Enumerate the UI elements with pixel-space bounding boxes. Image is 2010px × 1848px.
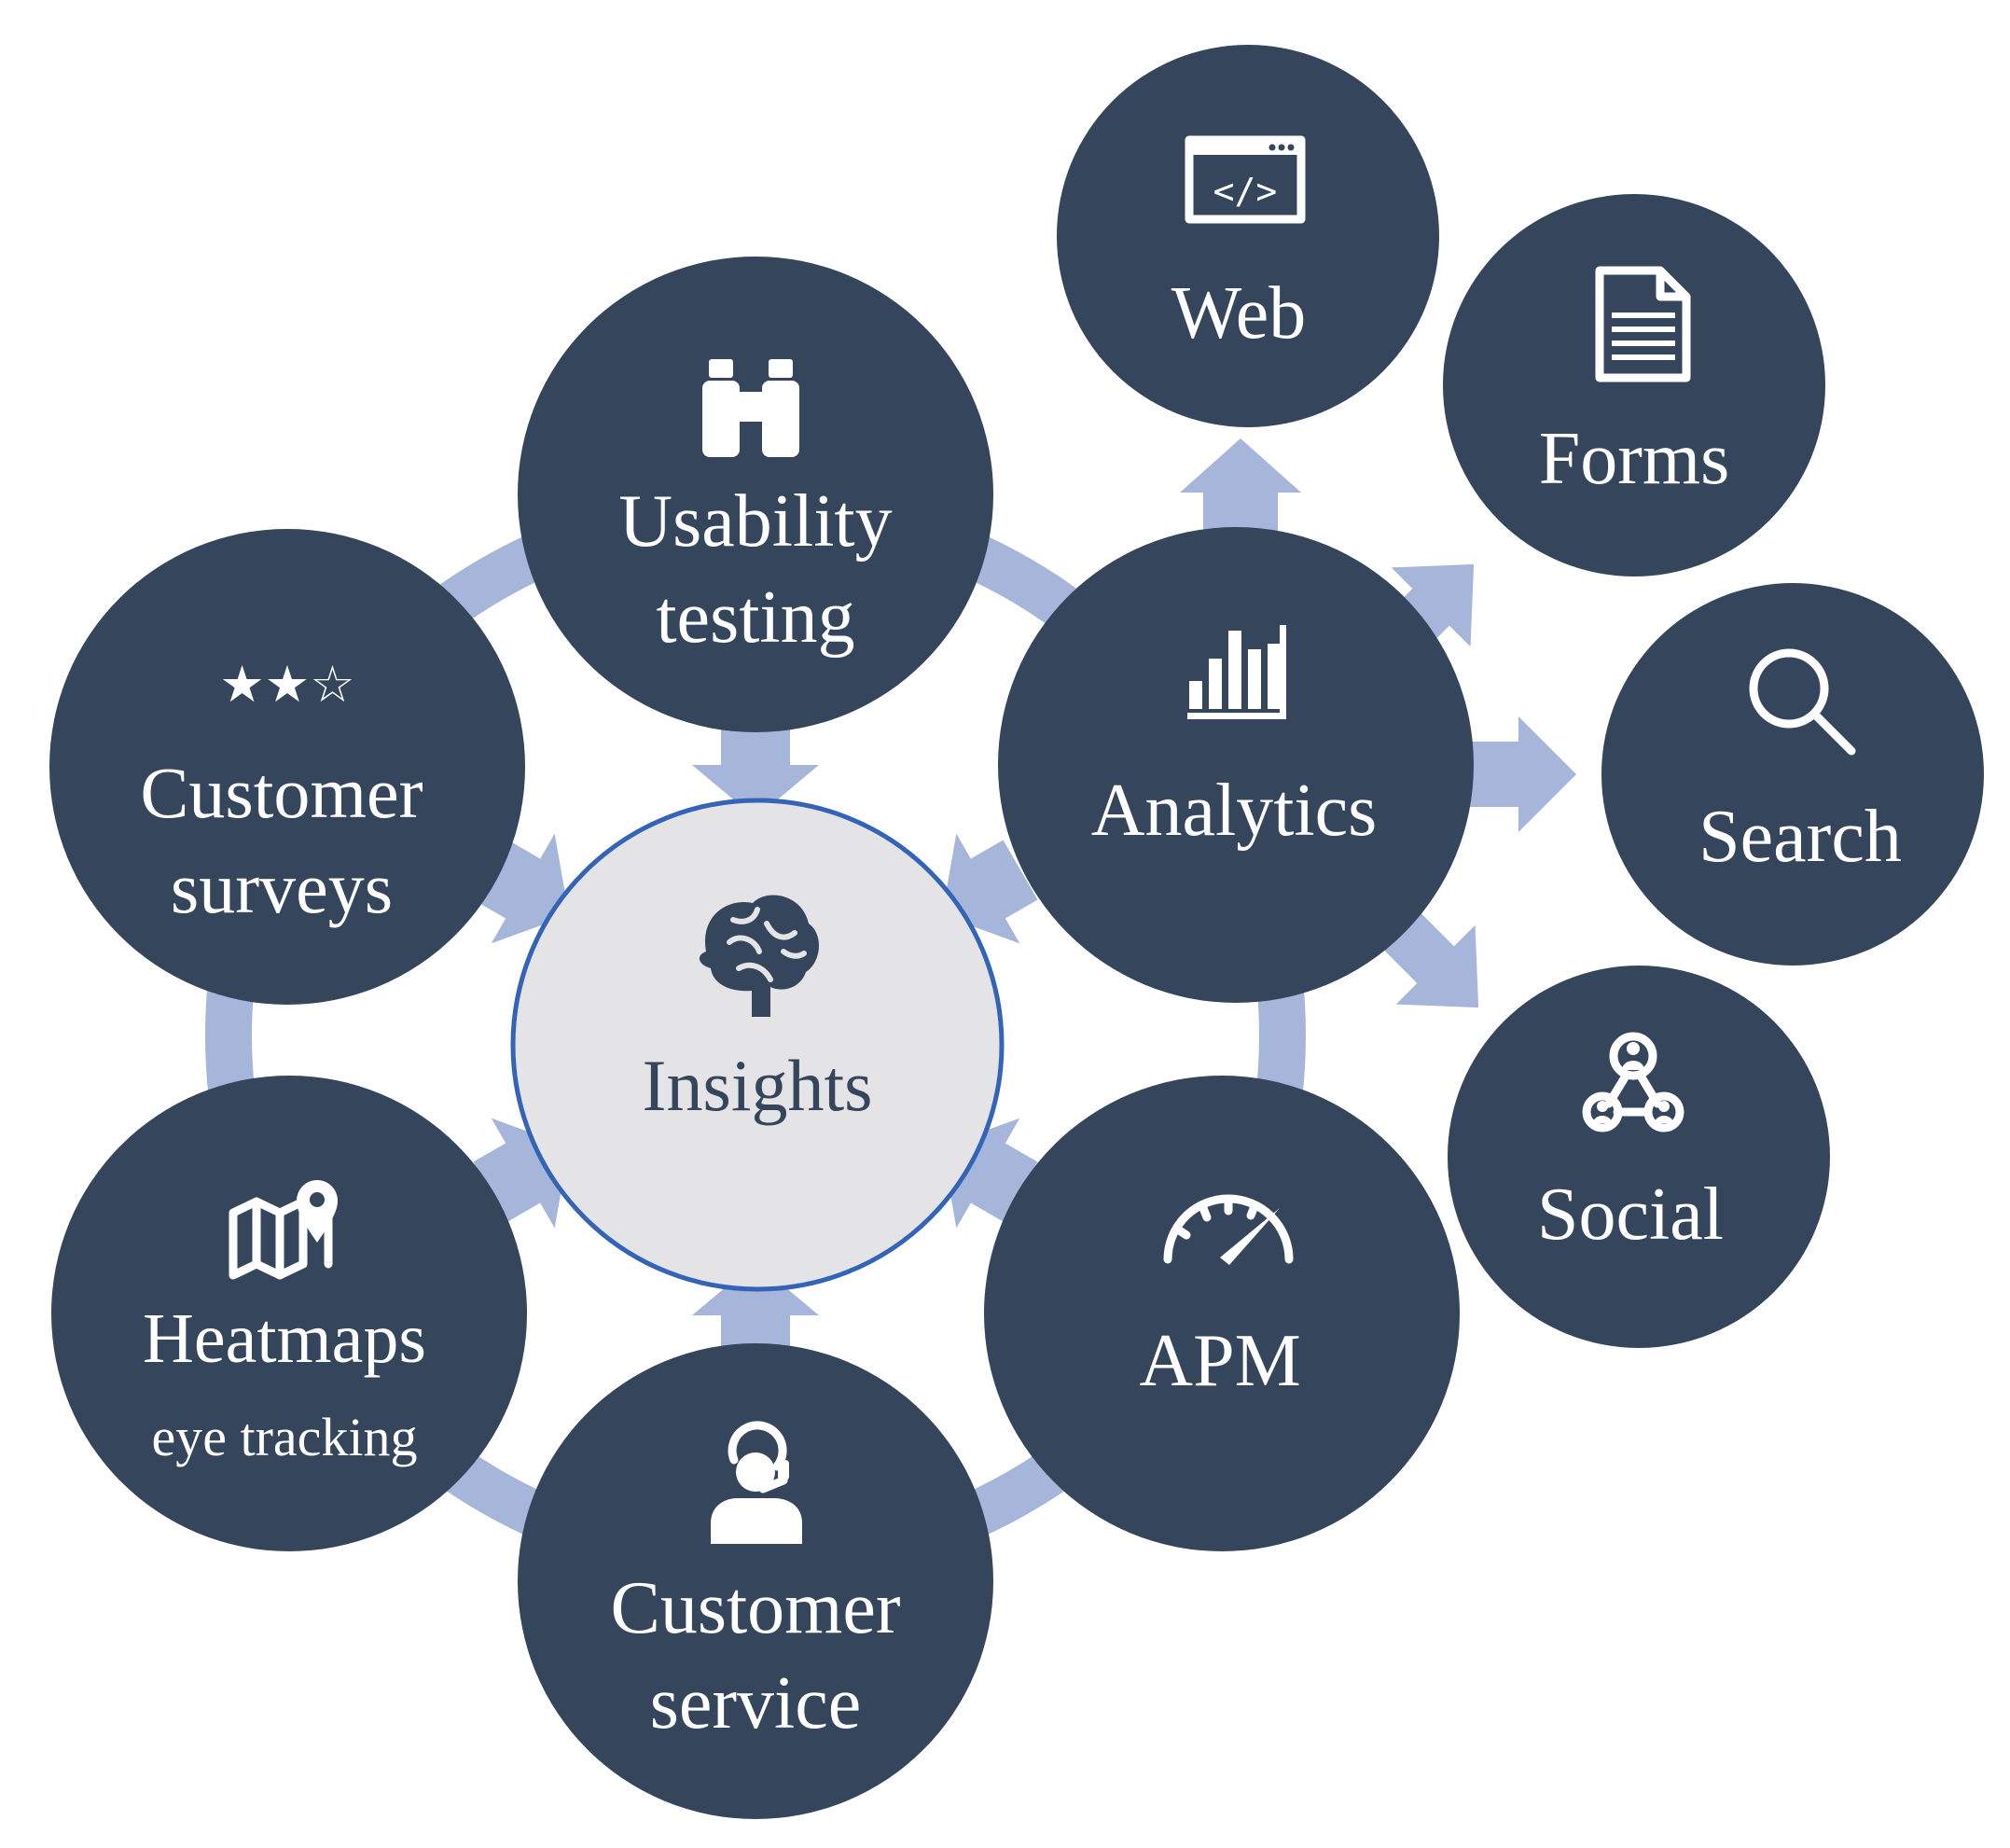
bar-chart-icon (1187, 625, 1286, 719)
code-glyph: </> (1213, 171, 1278, 212)
node-customer-service: Customer service (518, 1343, 993, 1819)
speedometer-icon (1163, 1194, 1294, 1265)
network-people-icon (1582, 1032, 1684, 1132)
usability-label-line2: testing (656, 577, 854, 659)
service-label-line1: Customer (610, 1567, 900, 1649)
document-icon (1595, 266, 1691, 382)
node-customer-surveys: ★★☆ Customer surveys (49, 529, 525, 1005)
arrow-from-usability (692, 728, 819, 818)
binoculars-icon (702, 359, 799, 457)
search-label: Search (1698, 796, 1902, 878)
service-label-line2: service (650, 1662, 862, 1744)
arrow-to-web (1180, 438, 1301, 546)
forms-label: Forms (1539, 418, 1730, 500)
surveys-label-line2: surveys (171, 847, 393, 928)
arrow-to-search (1460, 716, 1576, 832)
web-label: Web (1171, 272, 1307, 354)
surveys-label-line1: Customer (140, 752, 423, 833)
node-usability-testing: Usability testing (518, 257, 993, 732)
code-window-icon: </> (1185, 135, 1306, 224)
map-pin-icon (229, 1180, 338, 1280)
analytics-label: Analytics (1091, 770, 1378, 852)
node-forms: Forms (1443, 194, 1825, 577)
magnifier-icon (1749, 648, 1856, 756)
arrow-from-service (692, 1262, 819, 1353)
usability-label-line1: Usability (618, 480, 892, 563)
node-heatmaps: Heatmaps eye tracking (51, 1076, 527, 1551)
star-rating-icon: ★★☆ (219, 657, 354, 713)
node-web: </> Web (1057, 45, 1439, 427)
heatmaps-label-line1: Heatmaps (143, 1299, 426, 1378)
node-search: Search (1601, 583, 1984, 966)
apm-label: APM (1139, 1320, 1300, 1402)
node-analytics: Analytics (998, 527, 1474, 1003)
center-node-insights: Insights (510, 798, 1005, 1292)
node-apm: APM (984, 1076, 1460, 1551)
social-label: Social (1537, 1174, 1724, 1256)
node-social: Social (1448, 966, 1830, 1348)
center-label: Insights (642, 1045, 872, 1126)
heatmaps-label-line2: eye tracking (151, 1407, 417, 1467)
brain-icon (699, 895, 820, 1017)
headset-agent-icon (711, 1421, 802, 1544)
